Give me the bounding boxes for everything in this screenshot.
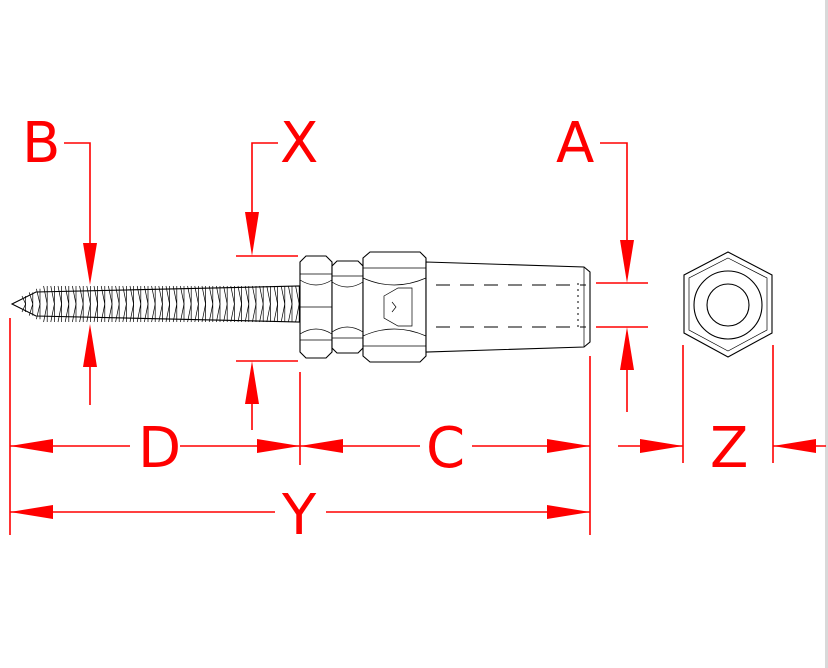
label-a: A xyxy=(556,111,594,176)
label-b: B xyxy=(22,111,60,176)
coupling-hex xyxy=(362,251,427,363)
dimension-x: X xyxy=(245,111,318,430)
hanger-bolt-side-view xyxy=(10,251,591,363)
dimension-y: Y xyxy=(10,483,590,548)
jam-nut-inner xyxy=(331,260,364,354)
screw-shank-outline xyxy=(10,285,301,323)
tapered-sleeve xyxy=(425,261,591,353)
label-c: C xyxy=(426,416,465,481)
jam-nut-outer xyxy=(299,255,333,359)
dimension-a: A xyxy=(556,111,634,412)
dimension-d: D xyxy=(10,416,300,481)
label-y: Y xyxy=(281,483,317,548)
lag-screw-thread xyxy=(10,285,301,323)
dimension-c: C xyxy=(300,416,590,481)
label-z: Z xyxy=(710,416,748,481)
end-view-bore-circle xyxy=(706,283,750,327)
dimension-z: Z xyxy=(618,416,826,481)
label-d: D xyxy=(138,416,181,481)
hanger-bolt-end-view xyxy=(683,251,773,358)
thread-crest-lines xyxy=(21,285,300,323)
frame-edge xyxy=(825,0,828,668)
dimension-b: B xyxy=(22,111,97,405)
label-x: X xyxy=(280,111,318,176)
